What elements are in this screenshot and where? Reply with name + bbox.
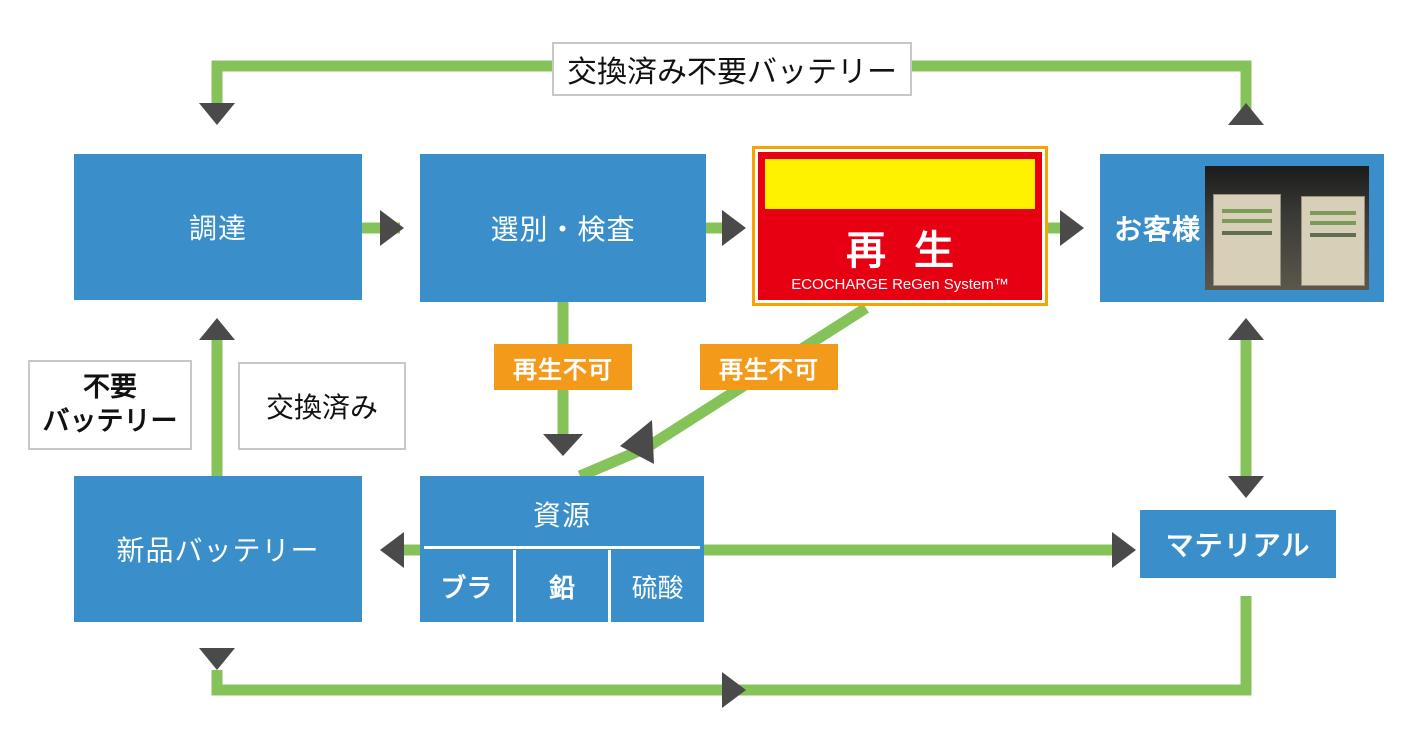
triangle-arrow-icon [199, 318, 235, 340]
triangle-arrow-icon [620, 420, 654, 464]
triangle-arrow-icon [1060, 210, 1084, 246]
resources-divider [424, 546, 700, 549]
resource-plastic: ブラ [420, 550, 513, 622]
material-box: マテリアル [1140, 510, 1336, 578]
regen-box: 再生 ECOCHARGE ReGen System™ [752, 146, 1048, 306]
exchanged-label: 交換済み [238, 362, 406, 450]
triangle-arrow-icon [1228, 476, 1264, 498]
regen-subtitle: ECOCHARGE ReGen System™ [791, 276, 1009, 293]
triangle-arrow-icon [1228, 103, 1264, 125]
new-battery-box: 新品バッテリー [74, 476, 362, 622]
not-regenerable-tag-2: 再生不可 [700, 344, 838, 390]
battery-crates-photo-icon [1205, 166, 1369, 290]
triangle-arrow-icon [199, 103, 235, 125]
not-regenerable-tag-1: 再生不可 [494, 344, 632, 390]
sorting-inspection-box: 選別・検査 [420, 154, 706, 302]
procurement-label: 調達 [188, 212, 247, 245]
flow-line-bottom-loop [211, 596, 1252, 696]
battery-crate-image [1301, 196, 1365, 286]
regen-title: 再生 [846, 228, 982, 274]
new-battery-label: 新品バッテリー [116, 534, 320, 567]
triangle-arrow-icon [380, 532, 404, 568]
unneeded-battery-label: 不要 バッテリー [28, 360, 192, 450]
unneeded-line1: 不要 [83, 372, 137, 403]
regen-yellow-band [765, 159, 1035, 209]
exchanged-unneeded-battery-label: 交換済み不要バッテリー [552, 42, 912, 96]
triangle-arrow-icon [199, 648, 235, 670]
procurement-box: 調達 [74, 154, 362, 300]
sorting-inspection-label: 選別・検査 [490, 213, 636, 246]
triangle-arrow-icon [722, 210, 746, 246]
resource-sulfuric-acid: 硫酸 [608, 550, 705, 622]
resources-parts: ブラ 鉛 硫酸 [420, 550, 705, 622]
battery-crate-image [1213, 194, 1281, 286]
triangle-arrow-icon [380, 210, 404, 246]
unneeded-line2: バッテリー [42, 406, 178, 437]
triangle-arrow-icon [543, 434, 583, 456]
triangle-arrow-icon [1228, 318, 1264, 340]
resources-title: 資源 [532, 499, 591, 532]
material-label: マテリアル [1165, 529, 1311, 562]
triangle-arrow-icon [1112, 532, 1136, 568]
customer-label: お客様 [1114, 213, 1202, 246]
resource-lead: 鉛 [512, 550, 609, 622]
triangle-arrow-icon [722, 672, 746, 708]
